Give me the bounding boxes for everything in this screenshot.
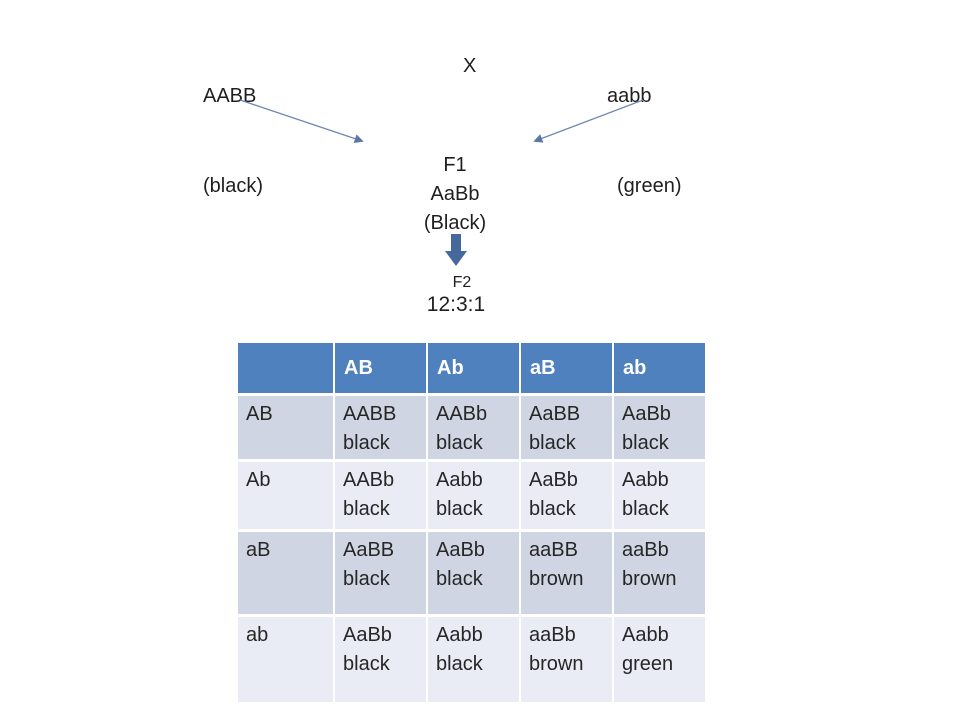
cell-genotype: AaBB [343,539,395,561]
punnett-cell: aaBB brown [521,532,612,614]
cell-genotype: Aabb [622,624,669,646]
cell-genotype: aaBb [529,624,576,646]
cell-phenotype: black [529,432,576,454]
punnett-cell: AABb black [428,396,519,459]
punnett-cell: Aabb black [428,462,519,529]
cell-phenotype: black [436,498,483,520]
cell-phenotype: black [436,653,483,675]
punnett-col-header-AB: AB [335,343,426,393]
punnett-cell: AaBb black [428,532,519,614]
cell-phenotype: brown [529,653,584,675]
punnett-col-header-ab: ab [614,343,705,393]
punnett-cell: Aabb black [614,462,705,529]
f1-label: F1 [443,154,467,176]
punnett-cell: Aabb green [614,617,705,702]
parent1-phenotype: (black) [203,175,264,197]
cell-phenotype: black [622,498,669,520]
cell-genotype: AABb [436,403,488,425]
punnett-cell: AaBb black [335,617,426,702]
cell-phenotype: black [529,498,576,520]
cell-phenotype: brown [529,568,584,590]
cell-phenotype: black [436,432,483,454]
punnett-cell: AaBb black [614,396,705,459]
punnett-row-label: ab [238,617,333,702]
f1-phenotype: (Black) [423,212,487,234]
punnett-cell: AaBB black [521,396,612,459]
punnett-row-label: aB [238,532,333,614]
f1-block: F1 AaBb (Black) [355,151,555,238]
cell-genotype: AABB [343,403,397,425]
parent1-genotype: AABB [203,85,257,107]
f1-genotype: AaBb [430,183,480,205]
punnett-cell: AaBB black [335,532,426,614]
parent2-phenotype: (green) [617,175,682,197]
punnett-col-header-Ab: Ab [428,343,519,393]
cell-genotype: Aabb [436,624,483,646]
cell-genotype: AaBb [622,403,671,425]
cell-genotype: aaBB [529,539,578,561]
cell-phenotype: black [343,498,390,520]
punnett-col-header-aB: aB [521,343,612,393]
cell-genotype: Aabb [436,469,483,491]
cell-genotype: AaBb [529,469,578,491]
punnett-corner-cell [238,343,333,393]
cell-genotype: aaBb [622,539,669,561]
punnett-cell: Aabb black [428,617,519,702]
cell-phenotype: black [343,568,390,590]
cell-genotype: Aabb [622,469,669,491]
cell-phenotype: black [622,432,669,454]
punnett-cell: AABb black [335,462,426,529]
cell-phenotype: green [622,653,674,675]
punnett-cell: AaBb black [521,462,612,529]
cell-phenotype: black [343,653,390,675]
f2-label: F2 [452,274,472,291]
punnett-cell: aaBb brown [614,532,705,614]
cell-genotype: AABb [343,469,395,491]
punnett-row-label: Ab [238,462,333,529]
cell-phenotype: brown [622,568,677,590]
f2-ratio: 12:3:1 [426,293,486,316]
punnett-cell: aaBb brown [521,617,612,702]
cell-genotype: AaBB [529,403,581,425]
cell-genotype: AaBb [436,539,485,561]
parent2-genotype: aabb [607,85,652,107]
cross-symbol: X [463,55,477,77]
cell-genotype: AaBb [343,624,392,646]
parent1-label: AABB (black) [203,21,263,261]
cell-phenotype: black [436,568,483,590]
punnett-square-table: AB Ab aB ab AB AABB black AABb black AaB… [238,343,705,702]
f1-to-f2-block-arrow-icon [445,234,467,266]
parent2-label: aabb (green) [607,21,681,261]
punnett-row-label: AB [238,396,333,459]
punnett-cell: AABB black [335,396,426,459]
cell-phenotype: black [343,432,390,454]
